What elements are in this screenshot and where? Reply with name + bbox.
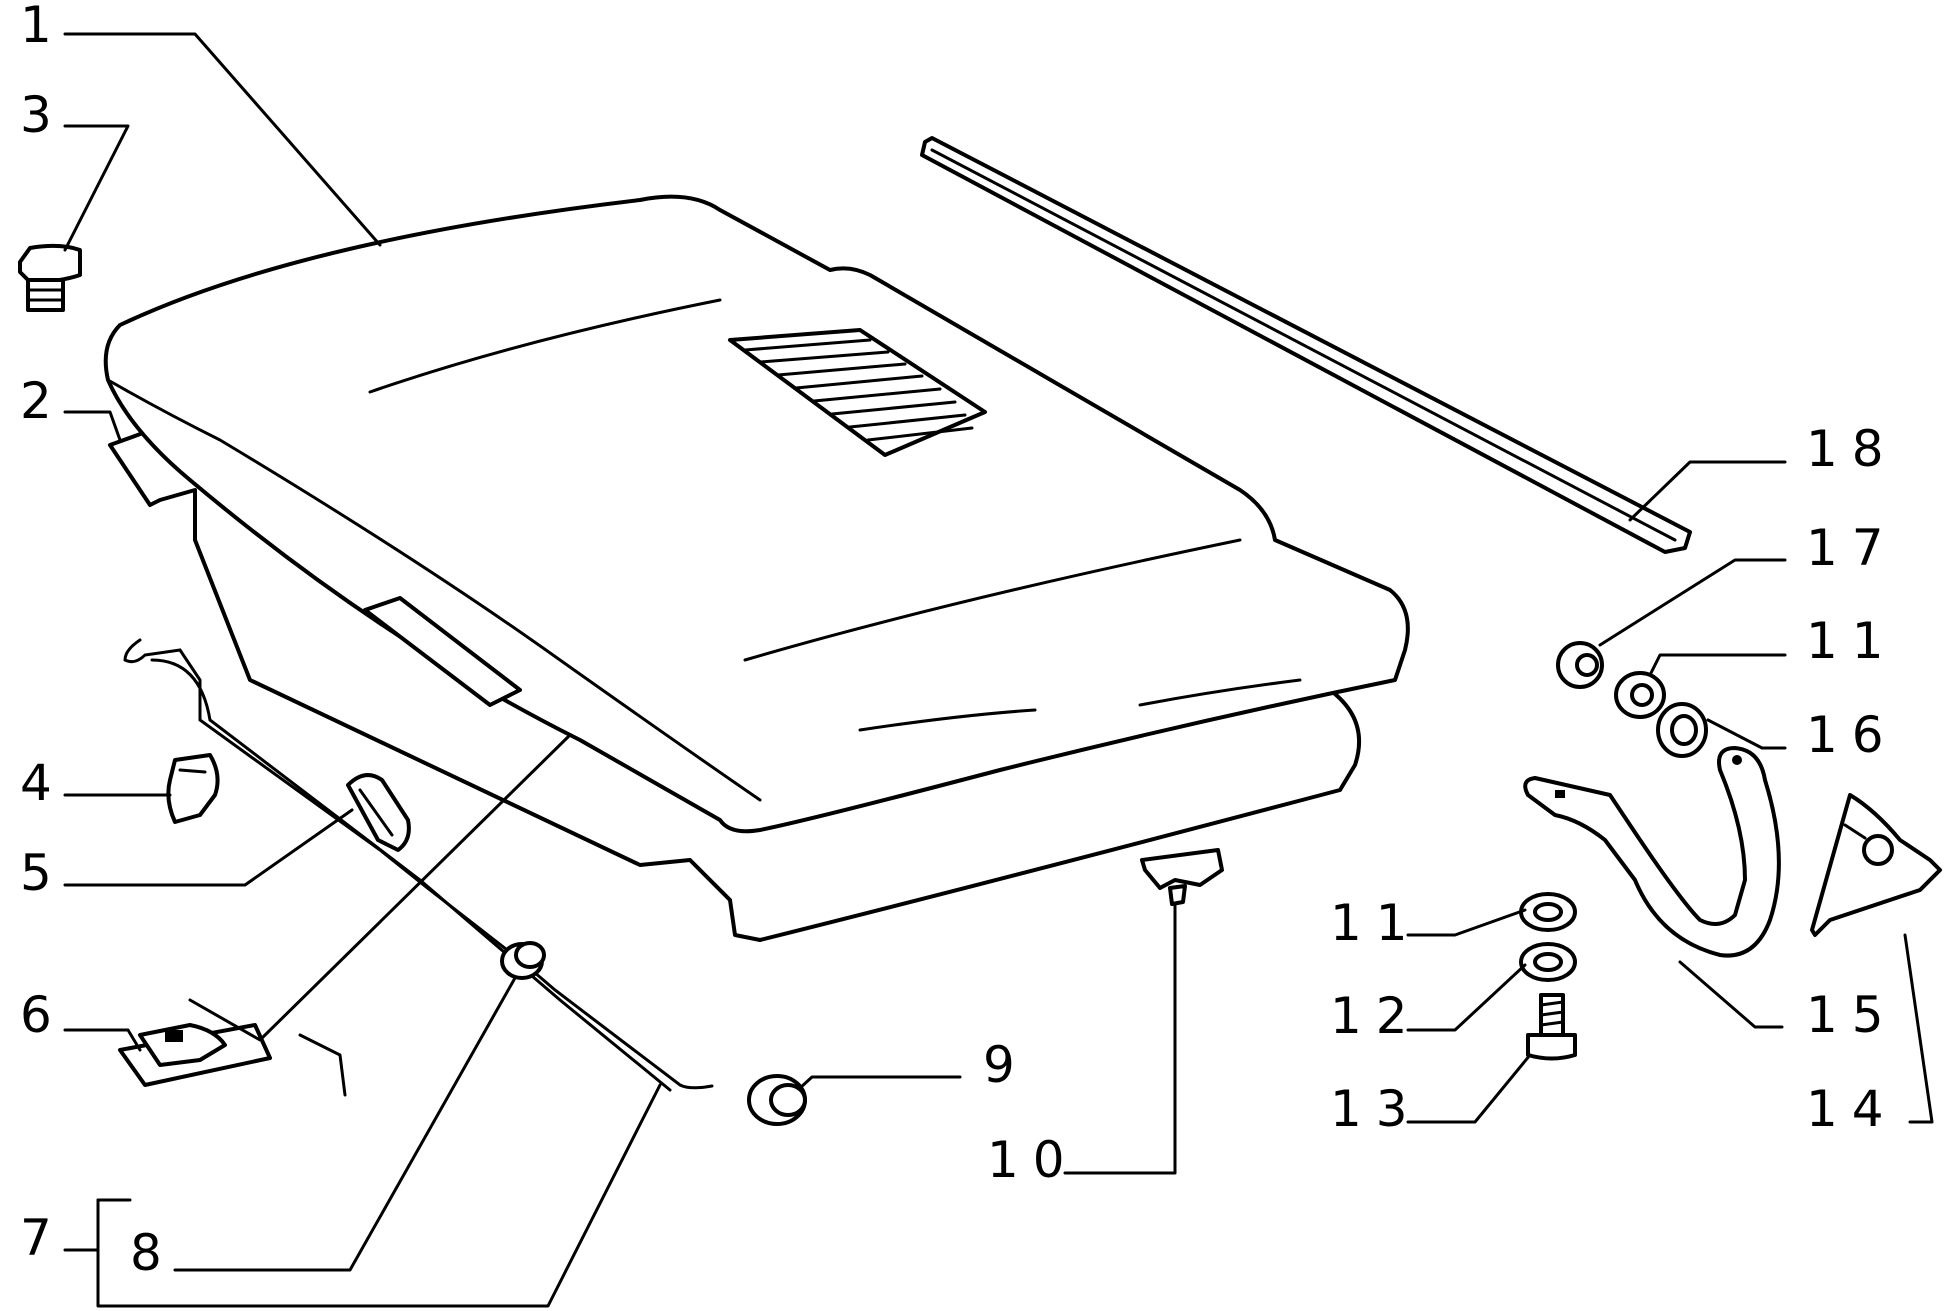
leader-18 [1628,460,1787,522]
label-5: 5 [20,844,66,902]
leader-8 [173,976,517,1272]
label-15: 15 [1806,986,1898,1044]
leader-11a [1648,653,1787,677]
clip-5 [346,773,411,852]
leader-3 [63,124,130,252]
hood-hinge [1523,746,1781,958]
grommet-9 [747,1074,807,1126]
bolt [1526,993,1577,1061]
lock-washer-12 [1519,942,1577,982]
label-13: 13 [1330,1080,1422,1138]
leader-13 [1406,1053,1532,1124]
label-14: 14 [1806,1080,1898,1138]
washer-11-lower [1519,892,1577,932]
label-3: 3 [20,86,66,144]
leader-6 [63,1028,142,1052]
leader-17 [1598,558,1787,647]
weather-strip [920,136,1692,554]
label-11-lower: 11 [1330,894,1422,952]
leader-15 [1678,960,1784,1029]
nut [1556,641,1604,689]
bumper-stop [1140,848,1224,906]
label-7: 7 [20,1209,66,1267]
label-18: 18 [1806,420,1898,478]
leader-5 [63,808,354,887]
leader-1b [188,733,572,1042]
label-4: 4 [20,754,66,812]
washer-16 [1656,702,1708,758]
cable-grommet [500,941,546,980]
label-8: 8 [130,1224,176,1282]
leader-1c [298,1033,347,1097]
lock-washer-upper [1614,671,1666,719]
label-1: 1 [20,0,66,54]
clip-4 [166,753,220,824]
label-10: 10 [987,1131,1079,1189]
plug-cap [18,243,82,312]
leader-lines [63,32,1934,1308]
callout-labels: 1 3 2 4 5 6 7 8 9 10 11 12 13 14 15 16 1… [20,0,1898,1282]
hood-vent [728,328,987,457]
leader-7 [63,1083,662,1308]
release-cable [123,638,714,1092]
leader-11b [1406,908,1527,937]
label-11-upper: 11 [1806,612,1898,670]
label-2: 2 [20,372,66,430]
leader-2 [63,410,122,442]
leader-12 [1406,963,1527,1032]
label-12: 12 [1330,987,1422,1045]
label-17: 17 [1806,519,1898,577]
leader-16 [1706,718,1787,750]
hood-latch-bracket [1810,793,1942,937]
bonnet-hood [103,194,1410,834]
label-16: 16 [1806,706,1898,764]
label-9: 9 [983,1036,1029,1094]
leader-9 [798,1075,962,1090]
label-6: 6 [20,986,66,1044]
leader-10 [1063,903,1177,1175]
latch-plate [118,1023,272,1087]
leader-1 [63,32,382,247]
leader-14 [1903,933,1934,1124]
